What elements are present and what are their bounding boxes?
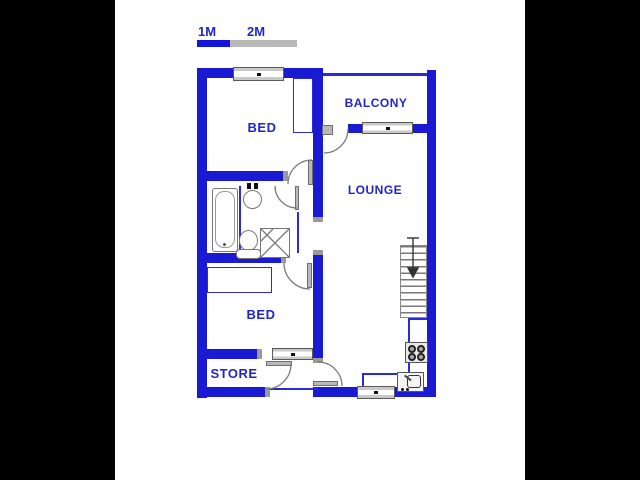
bathtub-drain xyxy=(223,243,226,246)
wall-east xyxy=(427,70,436,397)
window-bed-bottom xyxy=(272,348,313,360)
wall-center-upper xyxy=(313,68,323,222)
door-jamb xyxy=(265,387,270,397)
kitchen-counter-line-left xyxy=(362,373,364,388)
wall-balcony-divider-right xyxy=(413,124,427,133)
room-label-store: STORE xyxy=(210,366,258,381)
letterbox-right xyxy=(525,0,640,480)
door-jamb xyxy=(313,358,323,363)
scale-label-1m: 1M xyxy=(198,24,217,39)
sink-bowl xyxy=(407,375,421,388)
toilet-tank-icon xyxy=(236,249,261,259)
toilet-bowl-icon xyxy=(239,230,258,251)
window-handle-icon xyxy=(385,126,390,130)
burner-icon xyxy=(408,353,416,361)
window-handle-icon xyxy=(256,72,261,76)
door-leaf-bed-bottom xyxy=(307,263,312,288)
scale-bar-gray-segment xyxy=(230,40,297,47)
burner-icon xyxy=(408,345,416,353)
letterbox-left xyxy=(0,0,115,480)
window-balcony xyxy=(362,122,413,134)
window-handle-icon xyxy=(374,391,378,394)
door-jamb xyxy=(281,253,286,263)
tap-icon xyxy=(254,183,258,189)
door-jamb xyxy=(313,217,323,222)
wall-south-store xyxy=(197,387,270,397)
hallway-partition xyxy=(297,212,299,253)
stairs-icon xyxy=(400,245,427,318)
sink-knob xyxy=(401,388,404,391)
window-bed-top xyxy=(233,67,284,81)
door-jamb xyxy=(283,171,288,181)
door-arc-bathroom xyxy=(274,185,298,209)
door-leaf-store xyxy=(266,361,292,366)
room-label-balcony: BALCONY xyxy=(344,96,408,110)
wall-balcony-divider-left xyxy=(348,124,362,133)
scale-bar-blue-segment xyxy=(197,40,230,47)
door-leaf-bathroom xyxy=(295,186,299,210)
room-label-bed-top: BED xyxy=(247,120,277,135)
room-label-bed-bottom: BED xyxy=(246,307,276,322)
door-leaf-bed-top xyxy=(308,160,313,185)
scale-label-2m: 2M xyxy=(247,24,266,39)
wall-bed-top-south xyxy=(197,171,288,181)
wall-center-lower xyxy=(313,250,323,363)
balcony-railing xyxy=(323,73,427,76)
shower-icon xyxy=(260,228,290,258)
door-jamb xyxy=(257,349,262,359)
wall-west xyxy=(197,68,207,398)
bathtub-inner xyxy=(215,191,235,248)
kitchen-counter-line-bottom xyxy=(362,373,408,375)
door-leaf-balcony xyxy=(322,125,333,135)
cupboard-bed-top xyxy=(293,78,313,133)
wall-store-north xyxy=(197,349,262,359)
stove-icon xyxy=(405,342,428,363)
cupboard-bed-bottom xyxy=(207,267,272,293)
porch-threshold-line xyxy=(270,388,318,390)
washbasin-icon xyxy=(243,190,262,209)
room-label-lounge: LOUNGE xyxy=(347,183,403,197)
sink-icon xyxy=(397,372,424,392)
bathtub-icon xyxy=(212,188,238,252)
burner-icon xyxy=(417,353,425,361)
window-kitchen xyxy=(357,386,395,399)
door-jamb xyxy=(313,250,323,255)
door-arc-store xyxy=(265,363,292,390)
burner-icon xyxy=(417,345,425,353)
door-leaf-entrance xyxy=(313,381,338,386)
kitchen-counter-line-top xyxy=(408,318,427,320)
bathroom-partition xyxy=(239,186,241,253)
window-handle-icon xyxy=(290,352,295,356)
tap-icon xyxy=(247,183,251,189)
sink-knob xyxy=(406,388,409,391)
